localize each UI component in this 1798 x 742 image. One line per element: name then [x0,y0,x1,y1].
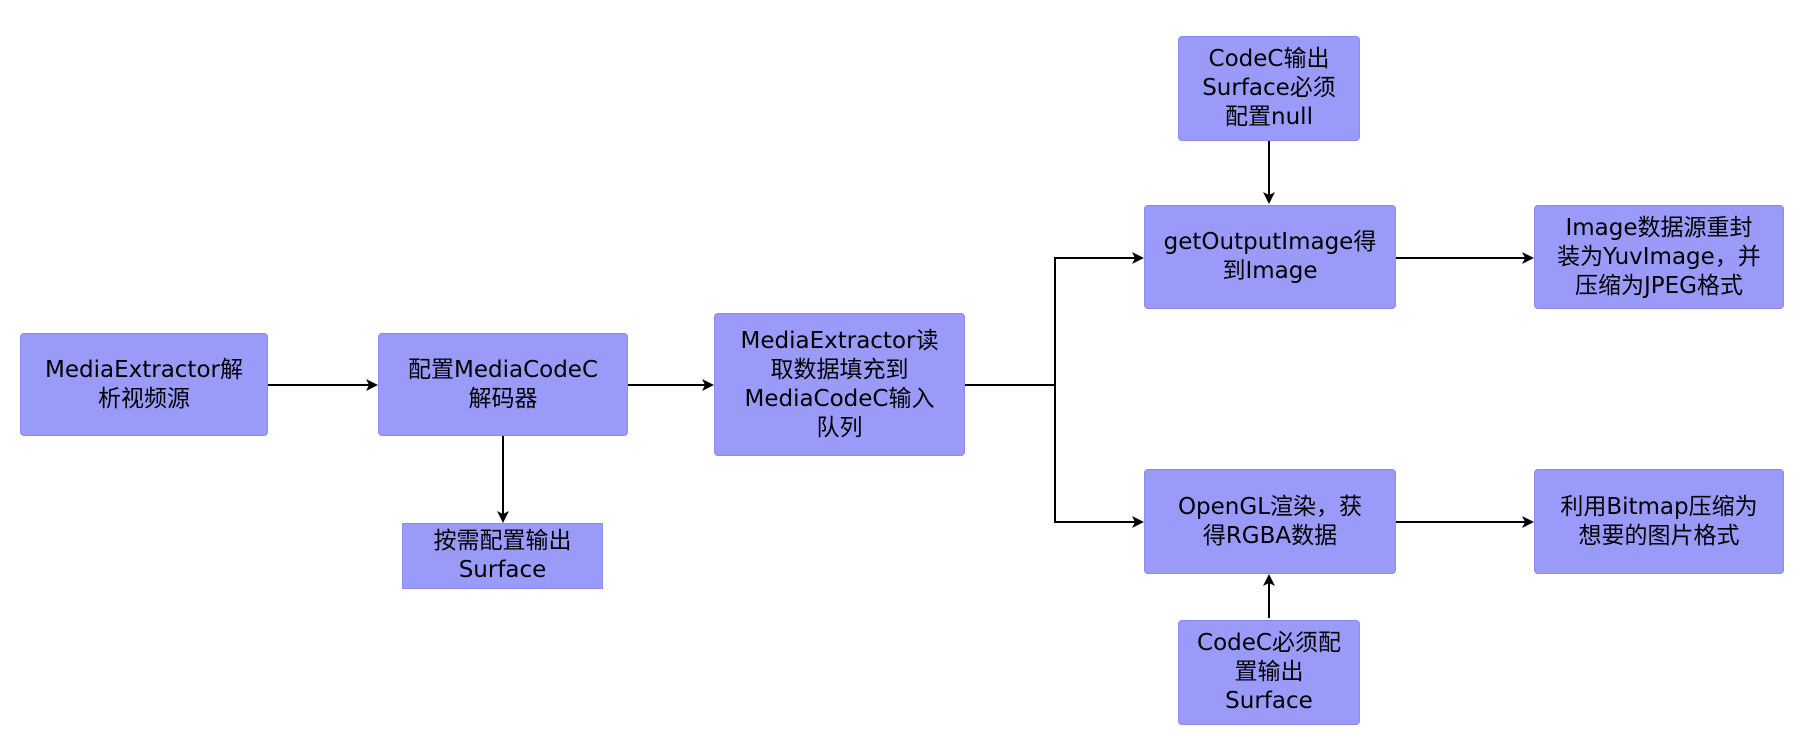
node-text-line: 队列 [816,414,863,441]
node-text-line: 到Image [1222,258,1318,284]
node-text-line: 得RGBA数据 [1202,522,1338,549]
node-text-line: CodeC输出 [1208,46,1330,72]
node-text-line: MediaExtractor读 [740,327,939,354]
node-text-line: 配置null [1225,104,1313,130]
node-text-line: Image数据源重封 [1565,214,1753,241]
node-extractor-parse: MediaExtractor解析视频源 [20,333,268,436]
node-codec-surface: CodeC必须配置输出 Surface [1178,620,1360,725]
node-text-line: 取数据填充到 [770,356,909,383]
node-text-line: MediaCodeC输入 [744,385,935,412]
node-text-line: OpenGL渲染，获 [1177,493,1363,520]
node-text-line: Surface必须 [1202,75,1336,101]
node-text-line: 装为YuvImage，并 [1557,243,1761,270]
node-text-line: 想要的图片格式 [1578,522,1740,549]
node-text-line: 置输出 [1234,659,1304,685]
node-bitmap-compress: 利用Bitmap压缩为想要的图片格式 [1534,469,1784,574]
node-codec-null: CodeC输出 Surface必须配置null [1178,36,1360,141]
node-text-line: 解码器 [468,385,538,412]
node-text-line: 按需配置输出 [433,528,572,554]
node-text-line: 配置MediaCodeC [407,356,599,383]
node-text-line: CodeC必须配 [1197,630,1341,656]
node-text-line: 析视频源 [97,385,190,412]
node-opengl-render: OpenGL渲染，获得RGBA数据 [1144,469,1396,574]
node-config-surface: 按需配置输出 Surface [402,523,603,589]
edge-extractor-read-to-get-output-image [965,252,1144,386]
edge-extractor-read-to-opengl-render [1054,385,1144,528]
node-text-line: 压缩为JPEG格式 [1574,272,1743,299]
node-text-line: getOutputImage得 [1163,229,1377,255]
node-yuv-jpeg: Image数据源重封装为YuvImage，并压缩为JPEG格式 [1534,205,1784,309]
node-text-line: MediaExtractor解 [45,356,243,383]
node-text-line: Surface [458,557,547,583]
node-get-output-image: getOutputImage得到Image [1144,205,1396,309]
node-text-line: Surface [1225,688,1313,714]
node-text-line: 利用Bitmap压缩为 [1560,493,1758,520]
